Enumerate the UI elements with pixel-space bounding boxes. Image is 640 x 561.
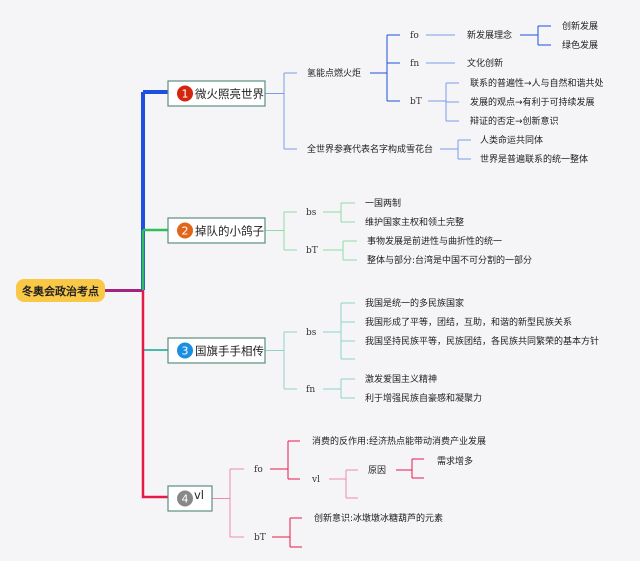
- leaf-node[interactable]: 消费的反作用:经济热点能带动消费产业发展: [312, 435, 486, 447]
- root-node-label: 冬奥会政治考点: [22, 284, 99, 298]
- category-node[interactable]: bT: [254, 533, 266, 543]
- root-node[interactable]: 冬奥会政治考点: [16, 279, 105, 302]
- leaf-node[interactable]: 激发爱国主义精神: [365, 373, 437, 385]
- leaf-node[interactable]: 整体与部分:台湾是中国不可分割的一部分: [367, 254, 532, 266]
- number-badge-icon: [177, 222, 193, 239]
- branch-node-1[interactable]: 1 微火照亮世界: [167, 80, 266, 107]
- branch-number: 2: [182, 225, 189, 238]
- category-node[interactable]: bs: [306, 328, 317, 338]
- connector-lines: [105, 25, 551, 548]
- root-node-box: [16, 279, 105, 302]
- trunk-line: [141, 290, 168, 499]
- leaf-node[interactable]: 一国两制: [365, 197, 401, 209]
- category-node[interactable]: vl: [311, 475, 320, 485]
- number-badge-icon: [177, 490, 193, 507]
- number-badge-icon: [177, 85, 193, 102]
- category-node[interactable]: bT: [410, 97, 422, 107]
- branch-number: 1: [182, 88, 189, 101]
- leaf-node[interactable]: 我国坚持民族平等，民族团结，各民族共同繁荣的基本方针: [365, 335, 599, 347]
- branch-node-4[interactable]: 4 vl: [167, 485, 213, 512]
- number-badge-icon: [177, 342, 193, 359]
- leaf-node[interactable]: 我国是统一的多民族国家: [365, 297, 464, 309]
- leaf-node[interactable]: 文化创新: [467, 57, 503, 69]
- branch-number: 4: [182, 493, 189, 506]
- leaf-node[interactable]: 联系的普遍性→人与自然和谐共处: [470, 77, 604, 89]
- branch-number: 3: [182, 345, 189, 358]
- branch-node-3[interactable]: 3 国旗手手相传: [167, 337, 266, 364]
- topic-node[interactable]: 新发展理念: [467, 29, 512, 41]
- leaf-node[interactable]: 我国形成了平等，团结，互助，和谐的新型民族关系: [365, 316, 572, 328]
- leaf-node[interactable]: 发展的观点→有利于可持续发展: [470, 96, 595, 108]
- leaf-node[interactable]: 创新意识:冰墩墩冰糖葫芦的元素: [314, 512, 443, 524]
- topic-node[interactable]: 氢能点燃火炬: [307, 67, 361, 79]
- leaf-node[interactable]: 世界是普遍联系的统一整体: [480, 153, 588, 165]
- topic-node[interactable]: 全世界参赛代表名字构成雪花台: [307, 143, 433, 155]
- leaf-node[interactable]: 维护国家主权和领土完整: [365, 216, 464, 228]
- category-node[interactable]: fn: [410, 59, 419, 69]
- topic-node[interactable]: 原因: [368, 465, 386, 476]
- category-node[interactable]: bs: [306, 208, 317, 218]
- category-node[interactable]: fo: [410, 31, 419, 41]
- leaf-node[interactable]: 需求增多: [437, 455, 473, 467]
- branch-label: 掉队的小鸽子: [195, 224, 264, 238]
- category-node[interactable]: fn: [306, 385, 315, 395]
- category-node[interactable]: fo: [254, 465, 263, 475]
- branch-node-2[interactable]: 2 掉队的小鸽子: [167, 217, 266, 244]
- leaf-node[interactable]: 创新发展: [562, 20, 598, 32]
- leaf-node[interactable]: 人类命运共同体: [480, 134, 543, 146]
- branch-label: vl: [194, 488, 204, 502]
- leaf-node[interactable]: 绿色发展: [562, 39, 598, 51]
- branch-label: 国旗手手相传: [195, 344, 264, 358]
- category-node[interactable]: bT: [306, 246, 318, 256]
- branch-label: 微火照亮世界: [195, 87, 264, 101]
- leaf-node[interactable]: 利于增强民族自豪感和凝聚力: [365, 392, 482, 404]
- leaf-node[interactable]: 辩证的否定→创新意识: [470, 115, 559, 127]
- leaf-node[interactable]: 事物发展是前进性与曲折性的统一: [367, 235, 502, 247]
